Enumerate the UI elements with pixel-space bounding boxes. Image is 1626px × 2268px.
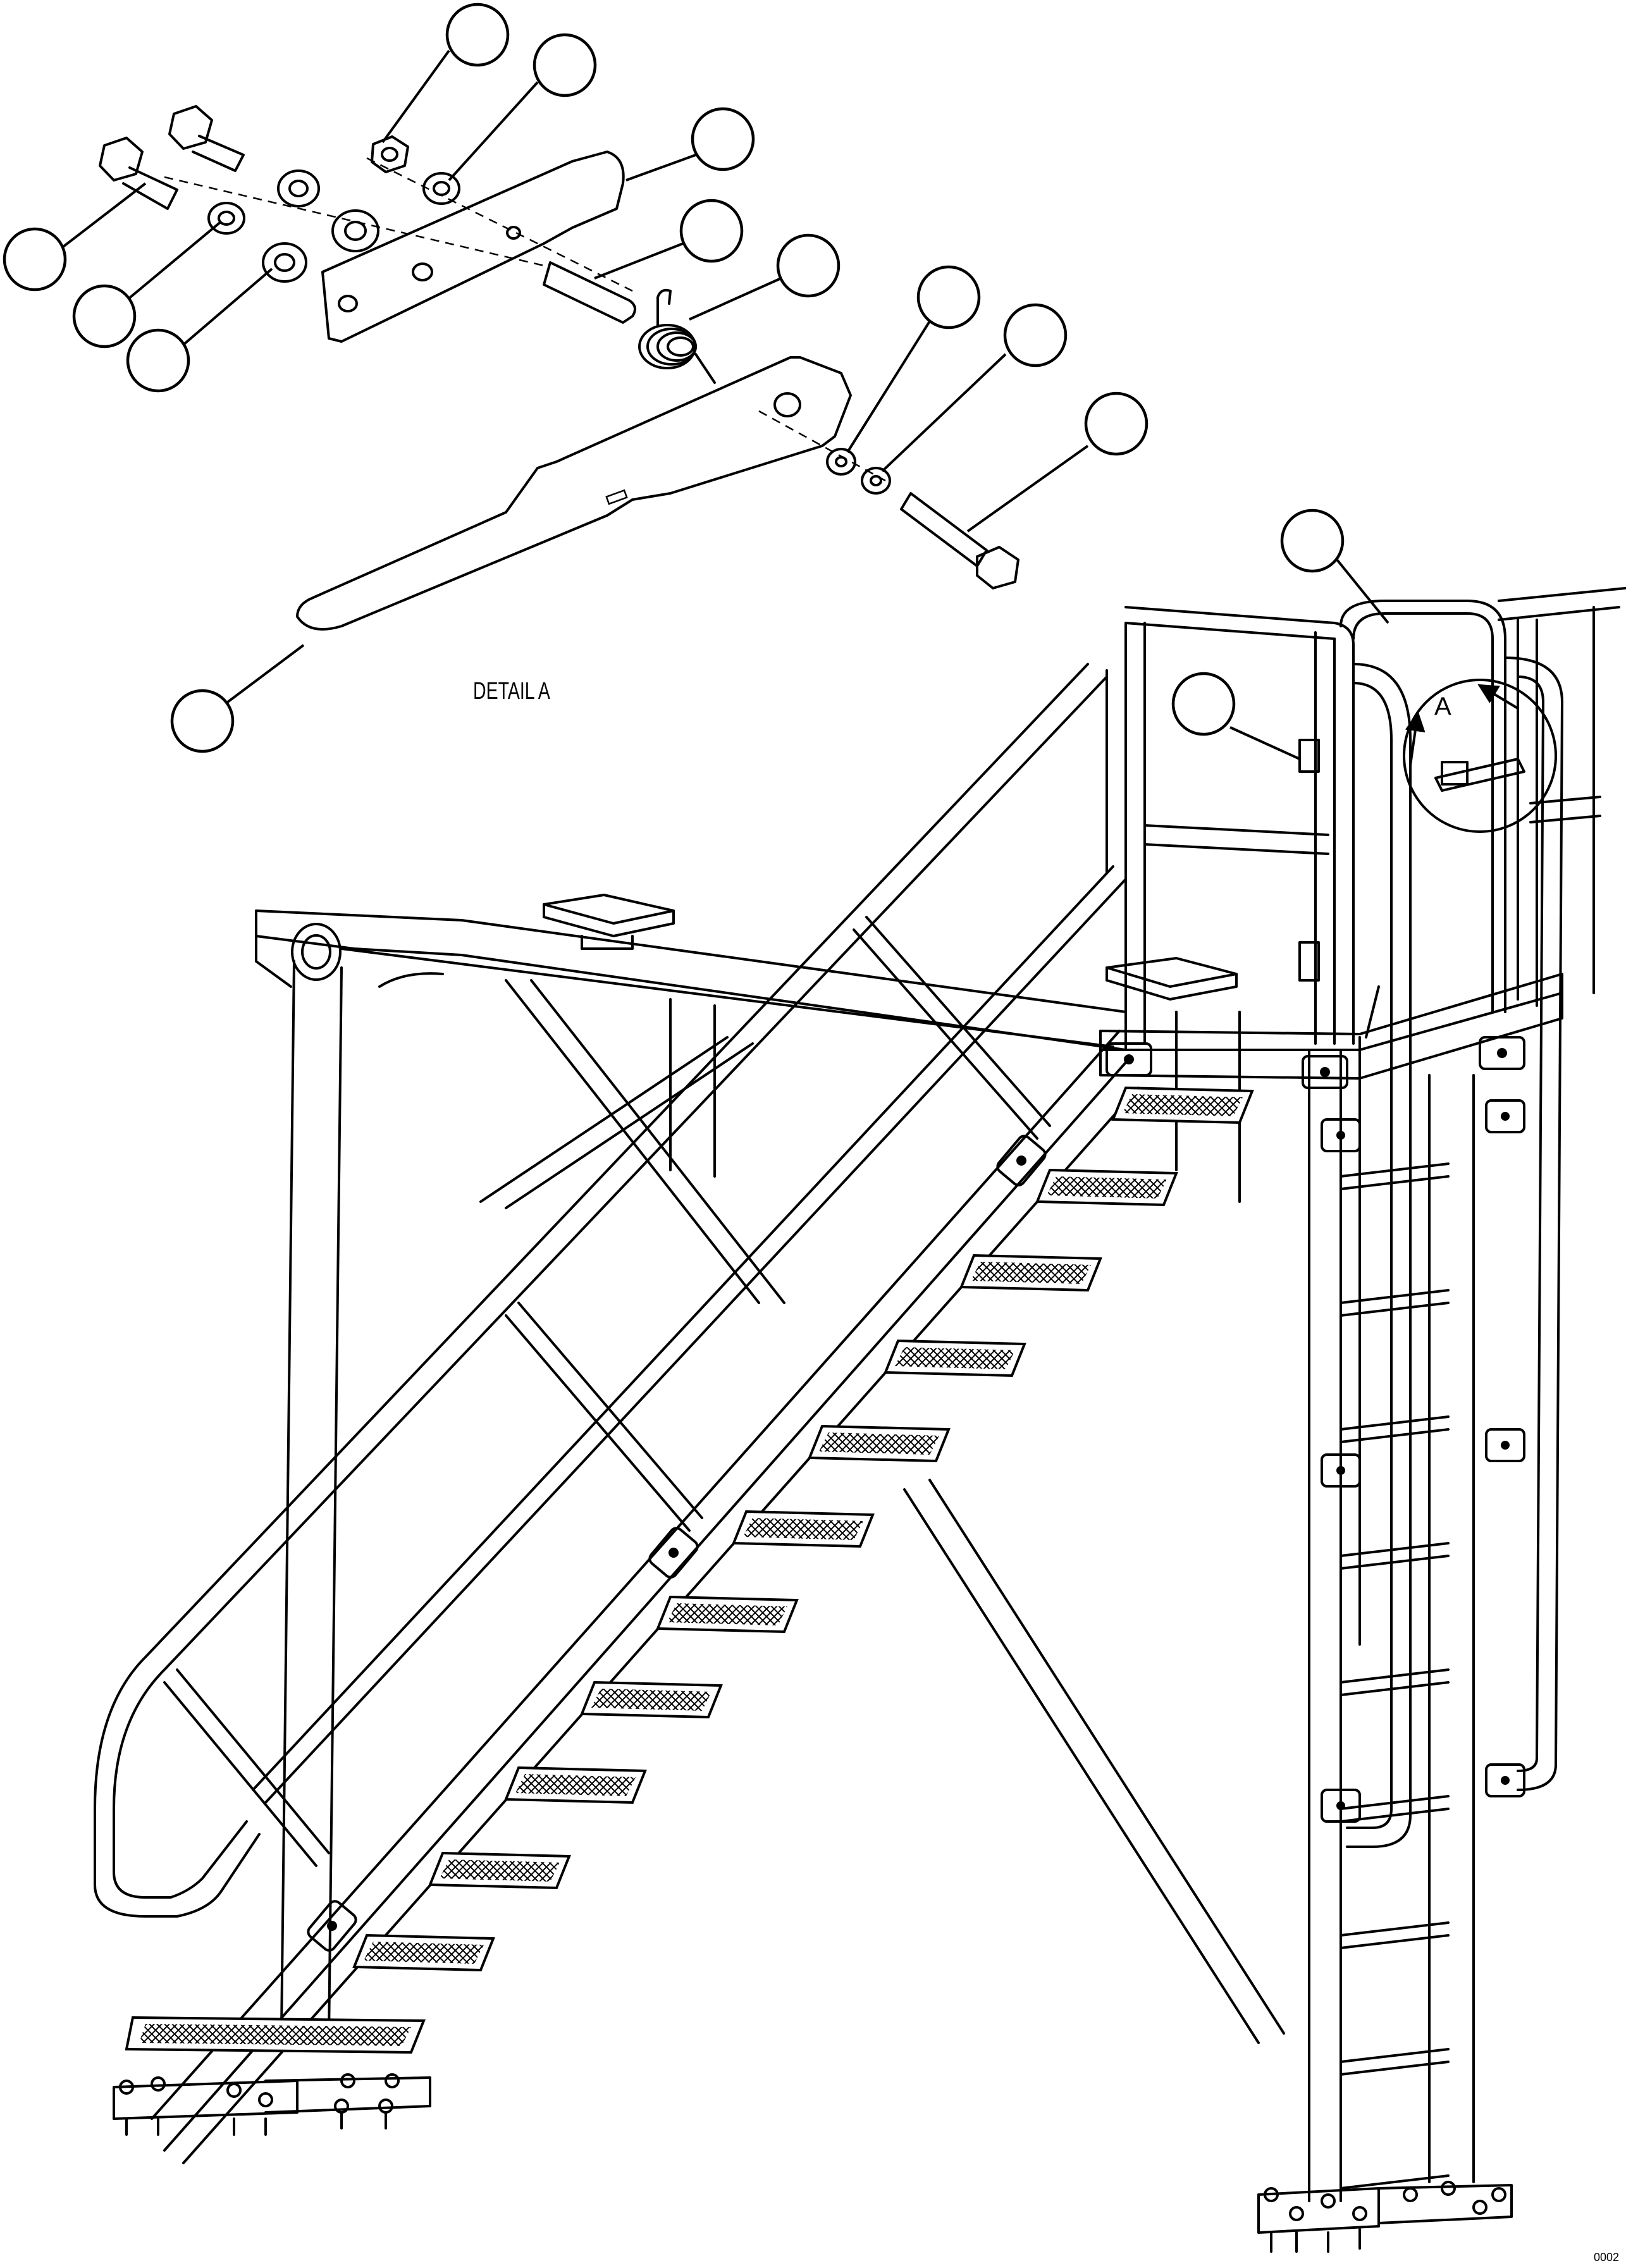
- hex-bolt-short: [99, 137, 178, 210]
- hex-bolt-medium: [168, 105, 245, 172]
- ladder-rungs: [1340, 1162, 1450, 2190]
- stair-tread: [732, 1510, 875, 1548]
- platform-guardrail: [1124, 587, 1626, 1045]
- stair-tread: [808, 1424, 951, 1463]
- callout-bubble: [966, 391, 1149, 533]
- stair-platform-assembly: A: [94, 587, 1626, 2253]
- detail-caption: DETAIL A: [473, 678, 550, 705]
- sheet-code: 0002: [1594, 2251, 1619, 2264]
- link-plate: [321, 151, 625, 343]
- base-plate-left: [113, 2073, 431, 2136]
- callout-bubble: [881, 303, 1068, 472]
- stair-tread: [1111, 1086, 1254, 1125]
- hex-bolt-long: [900, 492, 1019, 589]
- callout-bubble: [1171, 672, 1300, 760]
- washer-1: [207, 202, 245, 235]
- detail-a-callout: A: [1403, 679, 1557, 833]
- hex-nut: [371, 135, 409, 173]
- stair-handrail: [94, 663, 1127, 1918]
- stair-treads: [125, 1086, 1254, 2054]
- ladder-hand-loops: [1346, 656, 1563, 1848]
- torsion-spring: [638, 288, 716, 384]
- callout-bubble: [3, 182, 147, 292]
- callout-bubble: [846, 265, 981, 453]
- stair-tread: [580, 1680, 723, 1719]
- callout-bubble: [594, 199, 744, 280]
- mounting-pad-1: [543, 894, 675, 950]
- lock-washer: [422, 172, 460, 205]
- detail-marker-label: A: [1434, 693, 1451, 720]
- left-columns: [280, 960, 1241, 2038]
- callout-bubble: [448, 33, 597, 182]
- pin-washer-2: [861, 467, 891, 495]
- stair-stringers: [151, 1030, 1140, 2164]
- stair-tread: [959, 1254, 1102, 1292]
- rail-mount-tab: [1298, 739, 1320, 982]
- callout-bubble: [170, 644, 305, 753]
- lever-arm: [296, 356, 852, 631]
- top-frame-beam: [255, 909, 1127, 1051]
- washer-4: [331, 209, 379, 252]
- base-plate-right: [1257, 2181, 1513, 2253]
- callout-bubble: [126, 268, 273, 393]
- pin-washer-1: [826, 448, 856, 476]
- stair-tread: [656, 1595, 799, 1634]
- cross-bracing: [479, 979, 1285, 2044]
- callout-bubbles: [3, 3, 1389, 760]
- stair-tread: [1035, 1168, 1178, 1207]
- callout-bubble: [689, 233, 841, 321]
- callout-bubble: [625, 107, 755, 182]
- callout-bubble: [1280, 508, 1389, 624]
- washer-3: [262, 242, 307, 283]
- stair-tread: [504, 1766, 647, 1804]
- callout-bubble: [72, 220, 223, 348]
- callout-bubble: [381, 3, 510, 144]
- stair-tread: [428, 1851, 571, 1890]
- mounting-pad-2: [1106, 957, 1238, 1001]
- detail-a-exploded-view: DETAIL A: [99, 105, 1019, 705]
- stringer-brackets: [307, 1036, 1525, 1952]
- washer-2: [277, 169, 320, 207]
- pivot-pin: [543, 261, 636, 324]
- stair-tread: [884, 1339, 1026, 1377]
- stair-tread: [125, 2016, 426, 2054]
- stair-tread: [352, 1933, 495, 1972]
